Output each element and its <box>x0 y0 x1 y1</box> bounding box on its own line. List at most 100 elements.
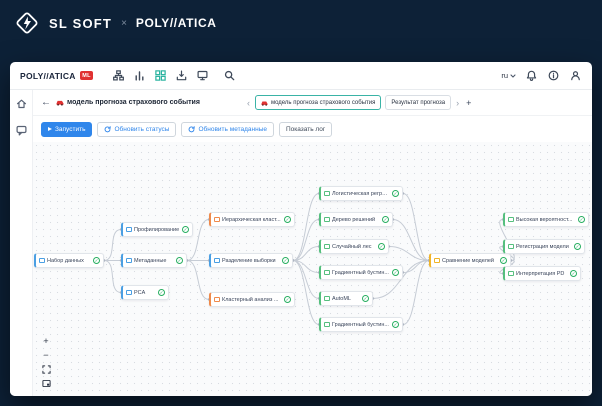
node-type-icon <box>324 190 330 197</box>
app-window: POLY//ATICA ML <box>10 62 592 396</box>
node-type-icon <box>324 321 330 328</box>
graph-node-hier[interactable]: Иерархическая класт...✓ <box>209 212 295 227</box>
graph-node-gb2[interactable]: Градиентный бустин...✓ <box>319 317 403 332</box>
graph-node-am[interactable]: AutoML✓ <box>319 291 373 306</box>
brand-separator: × <box>121 17 127 29</box>
node-type-icon <box>214 216 220 223</box>
pipeline-canvas[interactable]: Набор данных✓Профилирование✓Метаданные✓P… <box>33 142 592 396</box>
node-label: Регистрация модели <box>516 243 569 250</box>
zoom-out-button[interactable]: − <box>40 350 52 360</box>
graph-node-split[interactable]: Разделение выборки ✓ <box>209 253 293 268</box>
node-label: Дерево решений <box>332 216 376 223</box>
node-label: Логистическая регре... <box>332 190 390 197</box>
notifications-bell-icon[interactable] <box>525 69 538 82</box>
main-area: ← модель прогноза страхового события ‹ м… <box>33 90 592 396</box>
run-button-label: Запустить <box>55 125 86 133</box>
graph-node-rf[interactable]: Случайный лес✓ <box>319 239 389 254</box>
refresh-icon <box>105 125 112 132</box>
show-log-button[interactable]: Показать лог <box>278 121 333 137</box>
monitor-icon[interactable] <box>196 69 209 82</box>
node-label: Градиентный бустин... <box>332 269 389 276</box>
node-label: AutoML <box>332 295 351 302</box>
topbar-right-group: ru <box>501 69 582 82</box>
app-logo-text: POLY//ATICA <box>20 70 76 81</box>
node-label: Иерархическая класт... <box>222 216 281 223</box>
language-value: ru <box>501 71 508 80</box>
left-sidebar <box>10 90 33 396</box>
user-icon[interactable] <box>569 69 582 82</box>
back-button[interactable]: ← <box>41 96 51 108</box>
comments-icon[interactable] <box>15 124 28 137</box>
app-logo[interactable]: POLY//ATICA ML <box>20 70 94 81</box>
node-status-icon: ✓ <box>284 296 291 303</box>
model-icon <box>261 101 268 106</box>
add-tab-button[interactable]: + <box>466 97 472 108</box>
graph-node-clust[interactable]: Кластерный анализ ... ✓ <box>209 292 295 307</box>
graph-node-pca[interactable]: PCA✓ <box>121 285 169 300</box>
flow-icon[interactable] <box>112 69 125 82</box>
node-status-icon: ✓ <box>176 257 183 264</box>
graph-node-reg[interactable]: Регистрация модели✓ <box>503 239 585 254</box>
node-label: Профилирование <box>134 226 180 233</box>
home-icon[interactable] <box>15 97 28 110</box>
page-title-text: модель прогноза страхового события <box>67 99 200 106</box>
graph-node-dt[interactable]: Дерево решений✓ <box>319 212 393 227</box>
brand-bar: SL SOFT × POLY//ATICA <box>14 10 217 36</box>
node-status-icon: ✓ <box>378 243 385 250</box>
fit-view-button[interactable] <box>40 364 52 374</box>
refresh-metadata-label: Обновить метаданные <box>198 125 267 133</box>
node-type-icon <box>324 216 330 223</box>
tab-label: Результат прогноза <box>391 99 446 106</box>
tabs-scroll-right[interactable]: › <box>456 97 460 108</box>
graph-node-pd[interactable]: Интерпретация PD✓ <box>503 266 581 281</box>
graph-node-meta[interactable]: Метаданные ✓ <box>121 253 187 268</box>
info-icon[interactable] <box>547 69 560 82</box>
node-label: Метаданные <box>134 257 167 264</box>
zoom-in-button[interactable]: + <box>40 336 52 346</box>
tab-label: модель прогноза страхового события <box>270 99 376 106</box>
models-icon[interactable] <box>154 69 167 82</box>
node-status-icon: ✓ <box>282 257 289 264</box>
play-icon <box>48 127 52 131</box>
node-status-icon: ✓ <box>392 269 399 276</box>
sl-soft-logo-icon <box>14 10 40 36</box>
run-button[interactable]: Запустить <box>41 121 93 137</box>
node-status-icon: ✓ <box>500 257 507 264</box>
node-type-icon <box>324 295 330 302</box>
node-type-icon <box>126 257 132 264</box>
tab-1[interactable]: Результат прогноза <box>385 95 452 110</box>
graph-node-prof[interactable]: Профилирование✓ <box>121 222 193 237</box>
node-status-icon: ✓ <box>93 257 100 264</box>
node-type-icon <box>39 257 45 264</box>
tab-0[interactable]: модель прогноза страхового события <box>254 95 382 110</box>
graph-node-gb1[interactable]: Градиентный бустин...✓ <box>319 265 403 280</box>
node-label: Кластерный анализ ... <box>222 296 279 303</box>
graph-node-high[interactable]: Высокая вероятност... ✓ <box>503 212 589 227</box>
breadcrumb: ← модель прогноза страхового события ‹ м… <box>33 90 592 116</box>
export-icon[interactable] <box>175 69 188 82</box>
node-type-icon <box>324 269 330 276</box>
node-type-icon <box>324 243 330 250</box>
node-label: PCA <box>134 289 146 296</box>
chart-icon[interactable] <box>133 69 146 82</box>
graph-node-ds[interactable]: Набор данных✓ <box>34 253 104 268</box>
minimap-toggle-button[interactable] <box>40 378 52 388</box>
node-status-icon: ✓ <box>578 216 585 223</box>
graph-node-lr[interactable]: Логистическая регре...✓ <box>319 186 403 201</box>
topbar-icon-group <box>112 69 236 82</box>
node-label: Высокая вероятност... <box>516 216 573 223</box>
tabs-scroll-left[interactable]: ‹ <box>246 97 250 108</box>
node-label: Сравнение моделей <box>442 257 494 264</box>
search-icon[interactable] <box>223 69 236 82</box>
graph-node-cmp[interactable]: Сравнение моделей ✓ <box>429 253 511 268</box>
language-selector[interactable]: ru <box>501 71 516 80</box>
polymatica-wordmark: POLY//ATICA <box>135 16 217 30</box>
refresh-statuses-button[interactable]: Обновить статусы <box>97 121 177 137</box>
refresh-metadata-button[interactable]: Обновить метаданные <box>181 121 274 137</box>
node-status-icon: ✓ <box>182 226 189 233</box>
refresh-statuses-label: Обновить статусы <box>114 125 170 133</box>
node-type-icon <box>214 296 220 303</box>
graph-edges <box>102 192 515 326</box>
node-label: Разделение выборки <box>222 257 276 264</box>
node-type-icon <box>126 289 132 296</box>
